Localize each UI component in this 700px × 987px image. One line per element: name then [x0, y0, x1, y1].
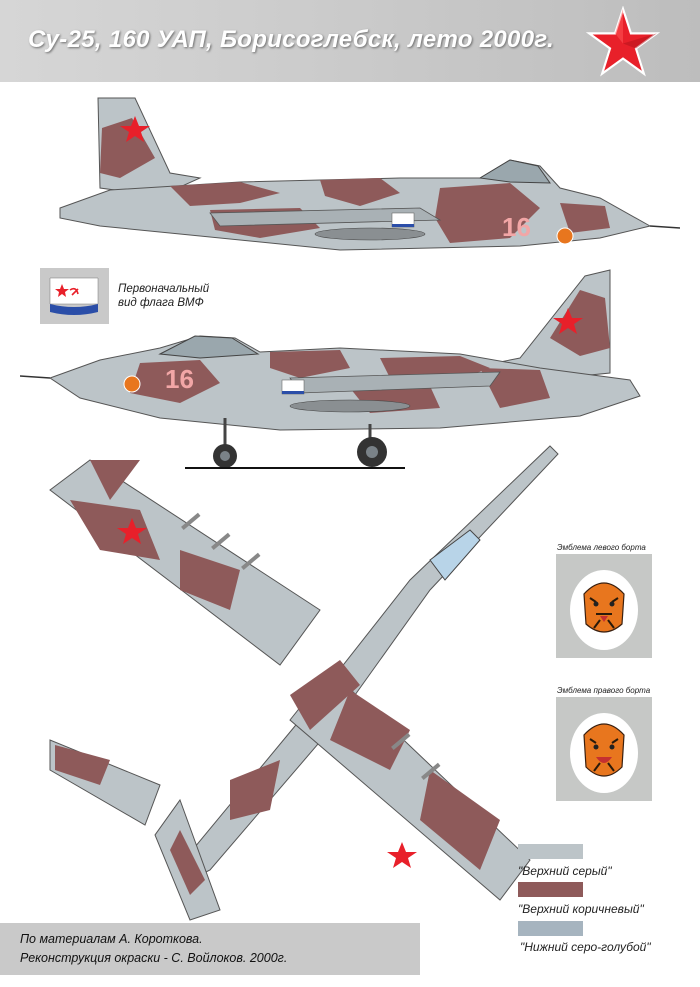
legend-label-grey: "Верхний серый" — [518, 864, 612, 878]
navy-flag-image — [49, 277, 99, 315]
aircraft-right-profile: 16 — [20, 269, 641, 469]
credits-line2: Реконструкция окраски - С. Войлоков. 200… — [20, 951, 288, 965]
tail-number-left: 16 — [502, 212, 531, 242]
legend-swatch-brown — [518, 882, 583, 897]
aircraft-left-profile: 16 — [59, 97, 680, 251]
flag-caption: Первоначальный вид флага ВМФ — [118, 282, 268, 310]
credits-bar: По материалам А. Короткова. Реконструкци… — [0, 923, 420, 975]
credits-line1: По материалам А. Короткова. — [20, 932, 203, 946]
legend-swatch-blue-grey — [518, 921, 583, 936]
flag-caption-line2: вид флага ВМФ — [118, 297, 204, 309]
legend-label-brown: "Верхний коричневый" — [518, 902, 644, 916]
navy-flag-sample — [40, 268, 109, 324]
page-title: Су-25, 160 УАП, Борисоглебск, лето 2000г… — [28, 26, 555, 53]
aircraft-top-view — [49, 445, 559, 921]
emblem-right-box — [556, 697, 652, 801]
legend-swatch-grey — [518, 844, 583, 859]
emblem-left-box — [556, 554, 652, 658]
legend-label-blue-grey: "Нижний серо-голубой" — [520, 940, 651, 954]
tiger-emblem-right-image — [570, 713, 638, 793]
emblem-right-title: Эмблема правого борта — [557, 686, 651, 695]
emblem-left-title: Эмблема левого борта — [557, 543, 646, 552]
tail-number-right: 16 — [165, 364, 194, 394]
flag-caption-line1: Первоначальный — [118, 283, 210, 295]
tiger-emblem-left-image — [570, 570, 638, 650]
title-bar: Су-25, 160 УАП, Борисоглебск, лето 2000г… — [0, 0, 700, 82]
red-star-icon — [586, 6, 660, 77]
